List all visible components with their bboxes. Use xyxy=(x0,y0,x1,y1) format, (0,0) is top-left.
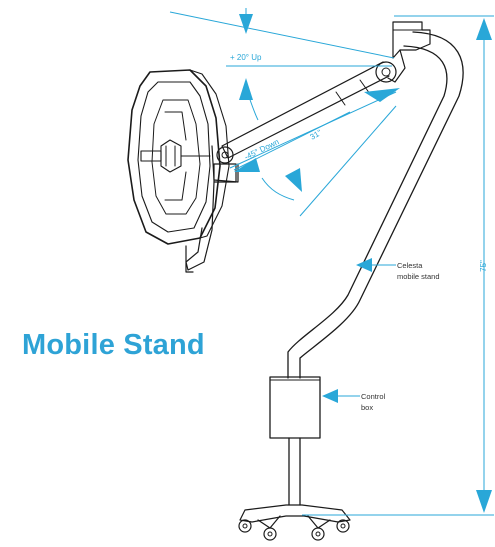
angle-down-dimension: -45° Down 31" xyxy=(229,88,400,217)
angle-up-dimension: + 20° Up xyxy=(169,8,395,121)
stand-callout: Celesta mobile stand xyxy=(356,258,440,281)
reach-label: 31" xyxy=(309,128,324,142)
page-title: Mobile Stand xyxy=(22,329,205,361)
angle-up-label: + 20° Up xyxy=(230,53,262,62)
top-mount xyxy=(387,21,431,83)
stand-label-line1: Celesta xyxy=(397,261,423,270)
articulating-arm xyxy=(211,61,397,183)
stand-label-line2: mobile stand xyxy=(397,272,440,281)
light-head xyxy=(127,69,230,273)
control-box-label-line1: Control xyxy=(361,392,386,401)
height-dimension: 75" xyxy=(302,15,494,516)
control-box xyxy=(269,376,321,439)
control-box-label-line2: box xyxy=(361,403,373,412)
control-box-callout: Control box xyxy=(322,389,386,412)
stand-base xyxy=(238,504,351,541)
height-label: 75" xyxy=(479,260,488,272)
stand-pole xyxy=(287,31,464,506)
